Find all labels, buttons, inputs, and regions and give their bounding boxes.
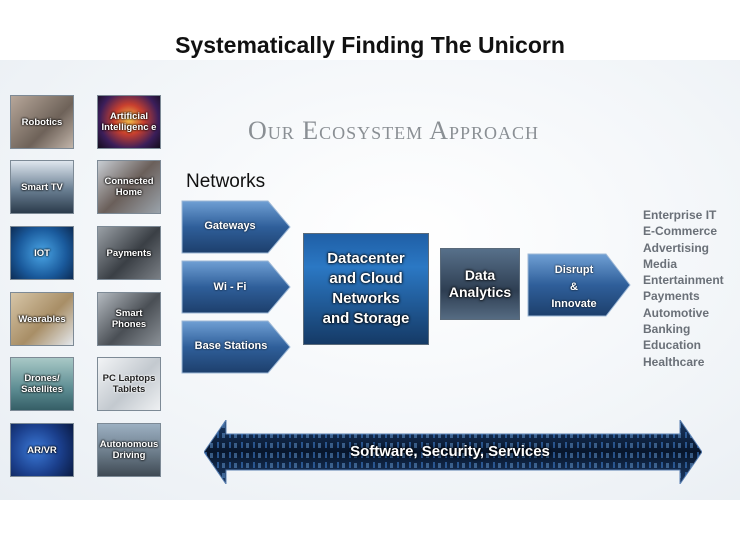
industry-item: Automotive: [643, 305, 709, 320]
industry-item: Advertising: [643, 240, 710, 255]
tile-wearables: Wearables: [10, 292, 74, 346]
analytics-line-1: Data: [464, 267, 496, 283]
datacenter-line-2: and Cloud: [329, 270, 403, 287]
datacenter-box: Datacenter and Cloud Networks and Storag…: [303, 233, 429, 345]
disrupt-innovate-label: Disrupt & Innovate: [534, 262, 614, 313]
disrupt-line-2: &: [570, 281, 578, 293]
datacenter-line-1: Datacenter: [327, 250, 405, 267]
tile-label: Autonomous Driving: [99, 439, 159, 461]
tile-drones-satellites: Drones/ Satellites: [10, 357, 74, 411]
analytics-line-2: Analytics: [448, 284, 512, 300]
industry-item: E-Commerce: [643, 224, 718, 239]
disrupt-line-1: Disrupt: [554, 264, 594, 276]
tile-label: Artificial Intelligenc e: [101, 111, 157, 133]
ecosystem-subtitle: Our Ecosystem Approach: [248, 116, 540, 145]
tile-autonomous-driving: Autonomous Driving: [97, 423, 161, 477]
tile-iot: IOT: [10, 226, 74, 280]
tile-smart-tv: Smart TV: [10, 160, 74, 214]
software-security-services-arrow: [204, 420, 702, 484]
tile-label: Connected Home: [104, 176, 154, 198]
disrupt-innovate-chevron: [527, 253, 631, 317]
disrupt-line-3: Innovate: [551, 298, 597, 310]
tile-connected-home: Connected Home: [97, 160, 161, 214]
tile-robotics: Robotics: [10, 95, 74, 149]
base-stations-label: Base Stations: [194, 340, 268, 352]
tile-label: AR/VR: [27, 444, 57, 456]
base-stations-chevron: [181, 320, 291, 374]
industries-list: Enterprise IT E-Commerce Advertising Med…: [643, 207, 740, 370]
industry-item: Banking: [643, 322, 691, 337]
gateways-chevron: [181, 200, 291, 254]
tile-label: Drones/ Satellites: [21, 373, 63, 395]
networks-label: Networks: [186, 171, 266, 192]
tile-label: PC Laptops Tablets: [102, 373, 156, 395]
industry-item: Enterprise IT: [643, 208, 717, 222]
page-title: Systematically Finding The Unicorn: [175, 32, 565, 58]
tile-ar-vr: AR/VR: [10, 423, 74, 477]
wifi-label: Wi - Fi: [213, 281, 247, 293]
datacenter-line-3: Networks: [332, 290, 400, 307]
tile-label: IOT: [34, 247, 50, 259]
gateways-label: Gateways: [204, 220, 256, 232]
bottom-bar-label: Software, Security, Services: [350, 443, 550, 460]
tile-label: Payments: [106, 247, 152, 259]
tile-label: Robotics: [21, 116, 63, 128]
wifi-chevron: [181, 260, 291, 314]
industry-item: Education: [643, 338, 702, 353]
tile-pc-laptops-tablets: PC Laptops Tablets: [97, 357, 161, 411]
tile-label: Smart TV: [21, 181, 63, 193]
industry-item: Healthcare: [643, 354, 705, 369]
tile-artificial-intelligence: Artificial Intelligenc e: [97, 95, 161, 149]
industry-item: Media: [643, 256, 678, 271]
industry-item: Payments: [643, 289, 700, 304]
datacenter-line-4: and Storage: [322, 310, 410, 327]
data-analytics-box: Data Analytics: [440, 248, 520, 320]
industry-item: Entertainment: [643, 273, 724, 288]
tile-payments: Payments: [97, 226, 161, 280]
tile-label: Smart Phones: [111, 308, 147, 330]
tile-label: Wearables: [18, 313, 66, 325]
tile-smart-phones: Smart Phones: [97, 292, 161, 346]
